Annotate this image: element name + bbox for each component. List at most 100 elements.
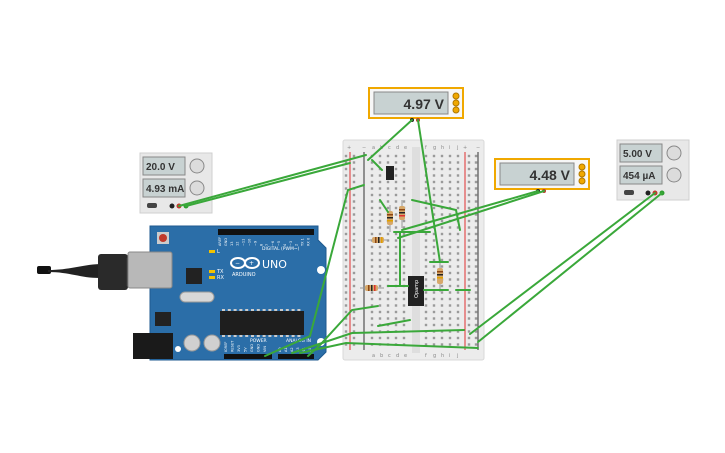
transistor[interactable] [386,166,394,180]
breadboard-column-labels: a b c d e f g h i j a b c d e f g h i j … [347,145,480,359]
arduino-model: UNO [262,258,287,271]
pin-label: 8 [259,244,263,246]
pin-label: 13 [230,242,234,246]
resistor-2[interactable] [360,285,384,291]
voltmeter-top[interactable]: 4.97 V [368,87,464,122]
mounting-hole [317,266,325,274]
power-switch[interactable] [624,190,634,195]
power-supply-left[interactable]: 20.0 V 4.93 mA [139,152,213,214]
terminal-negative[interactable] [645,190,651,196]
mode-button[interactable] [452,99,460,107]
digital-header-label: DIGITAL (PWM~) [262,246,300,252]
led-label-l: L [217,249,220,255]
jumper[interactable] [455,209,461,231]
mode-button[interactable] [452,92,460,100]
pin-label: GND [257,344,261,352]
mode-button[interactable] [578,177,586,185]
pin-label: TX 1 [301,238,305,247]
wire[interactable] [397,190,545,239]
supply-right-voltage-display [619,143,663,163]
supply-left-voltage-display [142,156,186,176]
power-header[interactable] [224,354,272,359]
jumper[interactable] [379,199,389,213]
wire[interactable] [264,184,365,357]
col-label-d: d [396,145,399,151]
wire[interactable] [469,192,656,335]
pin-label: ~10 [248,239,252,246]
supply-right-current-display [619,165,663,185]
wire[interactable] [477,192,663,343]
power-header-label: POWER [250,338,267,344]
pin-label: ~3 [289,241,293,246]
wires[interactable] [178,119,663,357]
usb-chip [186,268,202,284]
col-label-a: a [372,145,375,151]
col-label-g-bottom: g [433,353,436,359]
mode-button[interactable] [452,106,460,114]
wire[interactable] [185,162,351,207]
arduino-logo: − + [230,257,260,269]
analog-header[interactable] [278,354,314,359]
jumper[interactable] [371,159,383,171]
jumper[interactable] [377,319,411,327]
jumper[interactable] [411,199,457,211]
pin-label: AREF [218,237,222,246]
current-knob[interactable] [189,180,205,196]
supply-left-voltage: 20.0 V [146,162,175,173]
arduino-uno[interactable]: L TX RX − + ARDUINO UNO DIGITAL (PWM~) A… [37,225,327,361]
col-label-g: g [433,145,436,151]
col-label-f-bottom: f [425,353,427,359]
mode-button[interactable] [578,163,586,171]
breadboard[interactable]: a b c d e f g h i j a b c d e f g h i j … [342,139,485,361]
col-label-f: f [425,145,427,151]
voltage-knob[interactable] [666,145,682,161]
opamp-ic[interactable]: Opamp [408,276,424,306]
svg-text:−: − [235,260,240,267]
col-label-i: i [449,145,450,151]
col-label-d-bottom: d [396,353,399,359]
resistor-4[interactable] [399,200,405,228]
wire[interactable] [178,154,367,207]
pin-label: A1 [284,347,288,352]
mode-button[interactable] [578,170,586,178]
col-label-a-bottom: a [372,353,375,359]
power-switch[interactable] [147,203,157,208]
resistor-1[interactable] [368,237,388,243]
col-label-i-bottom: i [449,353,450,359]
usb-cable[interactable] [37,254,134,290]
rail-plus-label-right: + [463,145,467,151]
col-label-j: j [456,145,458,151]
resistor-5[interactable] [437,262,443,292]
terminal-negative[interactable] [169,203,175,209]
digital-header[interactable] [218,229,314,235]
mounting-hole [175,346,181,352]
wire[interactable] [401,190,539,231]
pin-label: 5V [244,347,248,352]
voltmeter-right[interactable]: 4.48 V [494,158,590,193]
resistor-3[interactable] [387,205,393,232]
col-label-e: e [404,145,407,151]
supply-right-current: 454 µA [623,171,655,182]
pin-label: ~5 [277,241,281,246]
pin-label: 7 [265,244,269,246]
wire[interactable] [291,329,465,354]
opamp-label: Opamp [414,280,420,298]
capacitor-2 [203,334,221,352]
current-knob[interactable] [666,167,682,183]
pin-label: A2 [290,347,294,352]
pin-label: ~11 [242,239,246,246]
col-label-h: h [441,145,444,151]
voltage-knob[interactable] [189,158,205,174]
breadboard-components[interactable]: Opamp [360,166,443,306]
supply-left-current-display [142,178,186,198]
reset-button-cap[interactable] [159,234,167,242]
wire[interactable] [417,119,441,263]
wire[interactable] [367,119,413,161]
wire[interactable] [307,305,379,357]
led-label-tx: TX [216,269,224,275]
pin-label: 12 [236,242,240,246]
power-supply-right[interactable]: 5.00 V 454 µA [616,139,690,201]
crystal [179,291,215,303]
